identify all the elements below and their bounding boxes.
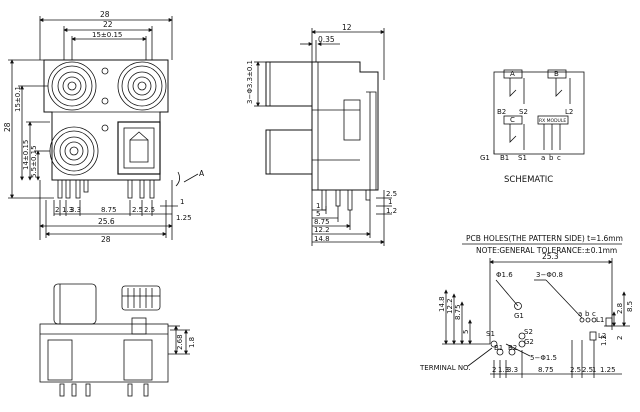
pcb-dim-1-2: 1.2 [600, 335, 608, 346]
schematic-block-b: B [554, 70, 559, 78]
pcb-layout [442, 243, 630, 378]
pcb-dim-b1: 1 [592, 366, 596, 374]
pcb-pin-a: a [578, 310, 582, 318]
pcb-labels: PCB HOLES(THE PATTERN SIDE) t=1.6mm NOTE… [419, 234, 634, 374]
side-dim-12: 12 [342, 23, 352, 32]
pcb-terminal-label: TERMINAL NO. [419, 364, 471, 372]
side-dim-2-5: 2.5 [386, 190, 397, 198]
dim-22: 22 [103, 20, 113, 29]
detail-a-label: A [199, 169, 205, 178]
pcb-pin-s2: S2 [524, 328, 533, 336]
dim-14-vert: 14±0.15 [22, 140, 30, 170]
dim-28-vert: 28 [3, 122, 12, 132]
dim-pin-2-5b: 2.5 [144, 206, 155, 214]
dim-pin-8-75: 8.75 [101, 206, 117, 214]
front-view-labels: 28 22 15±0.15 15±0.1 14±0.15 5.5±0.15 28… [3, 10, 205, 244]
schematic-pin-b1: B1 [500, 154, 509, 162]
side-dim-0-35: 0.35 [318, 35, 335, 44]
pcb-pin-b2: B2 [508, 344, 517, 352]
schematic-block-c: C [510, 116, 515, 124]
dim-15-vert: 15±0.1 [14, 86, 22, 112]
pcb-dim-8-5: 8.5 [626, 301, 634, 312]
pcb-dim-3-phi0-8: 3−Φ0.8 [536, 271, 563, 279]
schematic-diagram [493, 69, 585, 155]
pcb-dim-8-75: 8.75 [454, 304, 462, 320]
front-view [8, 16, 199, 240]
schematic-labels: A B C RX MODULE B2 S2 L2 G1 B1 S1 a b c … [480, 70, 573, 185]
pcb-dim-2-8: 2.8 [616, 303, 624, 314]
pcb-dim-5: 5 [462, 330, 470, 334]
dim-28-top: 28 [100, 10, 110, 19]
pcb-dim-b2-5: 2.5 [570, 366, 581, 374]
dim-5-5-vert: 5.5±0.15 [30, 145, 38, 178]
pcb-dim-b1-25: 1.25 [600, 366, 616, 374]
pcb-dim-b2: 2 [492, 366, 496, 374]
pcb-dim-b2-5b: 2.5 [582, 366, 593, 374]
dim-pin-3-3: 3.3 [70, 206, 81, 214]
schematic-pin-s1: S1 [518, 154, 527, 162]
dim-pin-1: 1 [180, 198, 184, 206]
pcb-pin-c: c [592, 310, 596, 318]
side-dim-5: 5 [316, 210, 320, 218]
pcb-dim-25-3: 25.3 [542, 252, 559, 261]
schematic-pin-g1: G1 [480, 154, 490, 162]
pcb-dim-b8-75: 8.75 [538, 366, 554, 374]
pcb-pin-b1: B1 [494, 344, 503, 352]
dim-25-6: 25.6 [98, 217, 115, 226]
bottom-view-labels: 2.68 1.8 [176, 334, 196, 350]
pcb-pin-g2: G2 [524, 338, 534, 346]
pcb-pin-l1: L1 [596, 316, 604, 324]
schematic-pin-b2: B2 [497, 108, 506, 116]
side-dim-14-8: 14.8 [314, 235, 330, 243]
pcb-dim-5-phi1-5: 5−Φ1.5 [530, 354, 557, 362]
side-dim-12-2: 12.2 [314, 226, 330, 234]
dim-pin-1-25: 1.25 [176, 214, 192, 222]
pcb-dim-2: 2 [616, 336, 624, 340]
side-view-labels: 12 0.35 3−Φ3.3±0.1 1 5 8.75 12.2 14.8 2.… [246, 23, 397, 243]
side-dim-hole: 3−Φ3.3±0.1 [246, 60, 254, 104]
pcb-dim-b1-3: 1.3 [498, 366, 509, 374]
dim-28-bottom: 28 [101, 235, 111, 244]
pcb-pin-b: b [585, 310, 590, 318]
schematic-pin-a: a [541, 154, 545, 162]
side-view [254, 28, 392, 246]
pcb-pin-s1: S1 [486, 330, 495, 338]
side-dim-1: 1 [316, 202, 320, 210]
pcb-pin-l2: L2 [598, 332, 606, 340]
schematic-pin-b: b [549, 154, 554, 162]
bottom-dim-2-68: 2.68 [176, 334, 184, 350]
pcb-dim-14-8: 14.8 [438, 296, 446, 312]
side-dim-8-75: 8.75 [314, 218, 330, 226]
pcb-note: NOTE:GENERAL TOLERANCE:±0.1mm [476, 246, 617, 255]
pcb-dim-phi1-6: Φ1.6 [496, 271, 513, 279]
dim-pin-1-3: 1.3 [62, 206, 73, 214]
schematic-pin-l2: L2 [565, 108, 573, 116]
schematic-title: SCHEMATIC [504, 175, 553, 185]
side-dim-1-r: 1 [388, 198, 392, 206]
dim-pin-2: 2 [55, 206, 59, 214]
dim-pin-2-5: 2.5 [132, 206, 143, 214]
dim-15: 15±0.15 [92, 31, 122, 39]
side-dim-1-2: 1.2 [386, 207, 397, 215]
bottom-view [39, 283, 190, 397]
bottom-dim-1-8: 1.8 [188, 337, 196, 348]
schematic-block-a: A [510, 70, 515, 78]
pcb-dim-12-2: 12.2 [446, 298, 454, 314]
pcb-pin-g1: G1 [514, 312, 524, 320]
schematic-pin-c: c [557, 154, 561, 162]
pcb-header: PCB HOLES(THE PATTERN SIDE) t=1.6mm [466, 234, 623, 243]
schematic-pin-s2: S2 [519, 108, 528, 116]
schematic-rx-module: RX MODULE [539, 118, 566, 124]
pcb-dim-b3-3: 3.3 [507, 366, 518, 374]
